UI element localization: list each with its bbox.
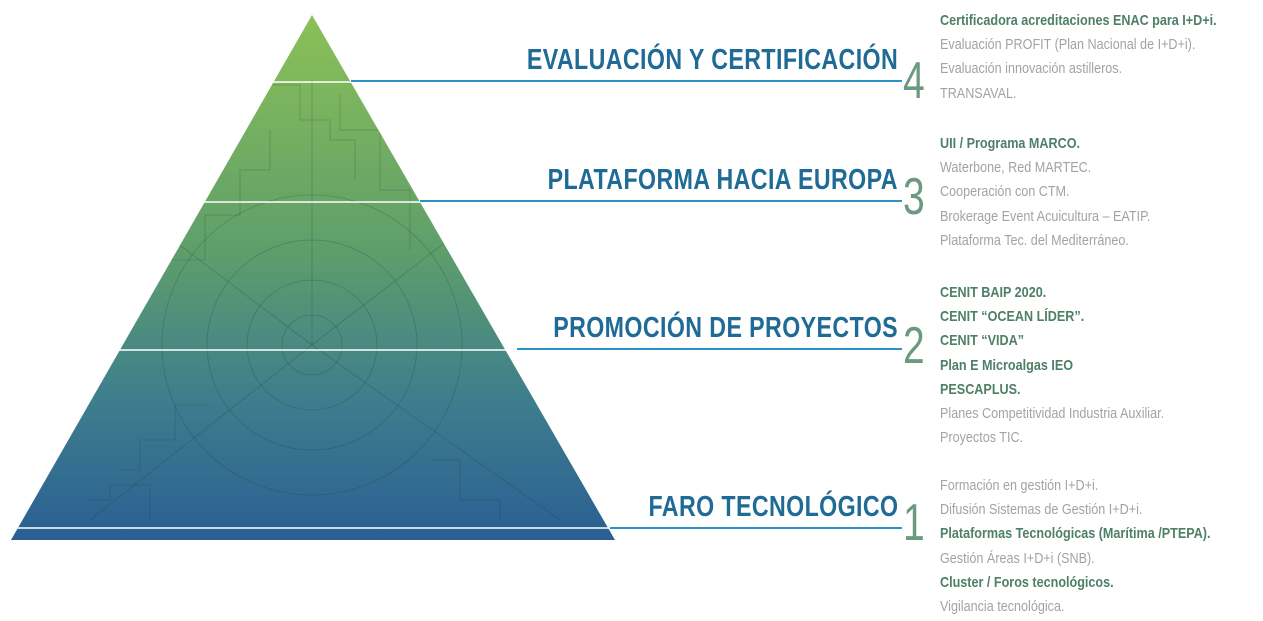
level-number-2: 2 — [903, 317, 925, 375]
level-number-1: 1 — [903, 494, 925, 552]
level-items-1: Formación en gestión I+D+i. Difusión Sis… — [940, 474, 1262, 619]
level-title-1: FARO TECNOLÓGICO — [648, 491, 898, 523]
list-item: Proyectos TIC. — [940, 429, 1024, 447]
list-item: Brokerage Event Acuicultura – EATIP. — [940, 207, 1151, 225]
list-item: CENIT “OCEAN LÍDER”. — [940, 308, 1085, 326]
level-number-4: 4 — [903, 52, 925, 110]
level-connectors — [351, 80, 902, 529]
list-item: CENIT BAIP 2020. — [940, 284, 1047, 301]
list-item: Planes Competitividad Industria Auxiliar… — [940, 405, 1165, 423]
list-item: TRANSAVAL. — [940, 84, 1017, 102]
level-items-2: CENIT BAIP 2020. CENIT “OCEAN LÍDER”. CE… — [940, 281, 1207, 450]
list-item: CENIT “VIDA” — [940, 332, 1025, 350]
level-title-3: PLATAFORMA HACIA EUROPA — [547, 164, 898, 196]
list-item: PESCAPLUS. — [940, 380, 1021, 398]
list-item: Plataforma Tec. del Mediterráneo. — [940, 231, 1129, 249]
list-item: Difusión Sistemas de Gestión I+D+i. — [940, 501, 1143, 519]
list-item: Gestión Áreas I+D+i (SNB). — [940, 549, 1095, 567]
pyramid-texture — [89, 59, 561, 521]
pyramid-shape — [11, 15, 615, 540]
list-item: Cooperación con CTM. — [940, 183, 1070, 201]
level-title-2: PROMOCIÓN DE PROYECTOS — [553, 312, 898, 344]
level-number-3: 3 — [903, 168, 925, 226]
level-items-3: UII / Programa MARCO. Waterbone, Red MAR… — [940, 132, 1190, 253]
level-title-4: EVALUACIÓN Y CERTIFICACIÓN — [526, 44, 898, 76]
list-item: Certificadora acreditaciones ENAC para I… — [940, 12, 1217, 29]
list-item: Evaluación PROFIT (Plan Nacional de I+D+… — [940, 36, 1196, 54]
list-item: Vigilancia tecnológica. — [940, 598, 1065, 616]
list-item: Waterbone, Red MARTEC. — [940, 159, 1092, 177]
level-items-4: Certificadora acreditaciones ENAC para I… — [940, 9, 1263, 106]
list-item: Evaluación innovación astilleros. — [940, 60, 1123, 78]
list-item: Plataformas Tecnológicas (Marítima /PTEP… — [940, 525, 1211, 543]
list-item: Cluster / Foros tecnológicos. — [940, 573, 1114, 591]
list-item: Formación en gestión I+D+i. — [940, 477, 1099, 494]
list-item: Plan E Microalgas IEO — [940, 356, 1074, 374]
list-item: UII / Programa MARCO. — [940, 135, 1081, 152]
